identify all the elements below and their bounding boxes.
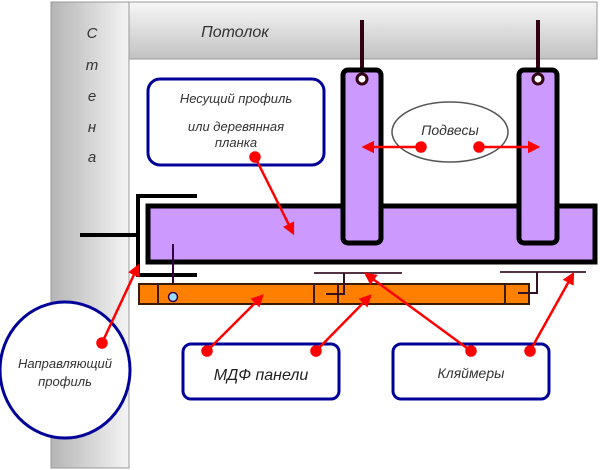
callout-text: Подвесы xyxy=(421,122,479,138)
wall-letter: е xyxy=(88,88,96,105)
wall-letter: С xyxy=(87,25,98,42)
arrow-dot-icon xyxy=(201,345,213,357)
arrow-dot-icon xyxy=(465,345,477,357)
arrow-dot-icon xyxy=(524,345,536,357)
arrow xyxy=(206,294,264,352)
hanger-right xyxy=(516,67,560,246)
hanger-hole-icon xyxy=(355,72,369,86)
arrows xyxy=(96,140,575,357)
screw-head-icon xyxy=(167,291,179,303)
callout-text: Кляймеры xyxy=(438,365,506,381)
hanger-left xyxy=(340,67,384,246)
arrow xyxy=(315,294,372,352)
callout-mdf-panels: МДФ панели xyxy=(181,342,341,401)
callout-text: планка xyxy=(215,135,257,150)
callout-clips: Кляймеры xyxy=(391,342,551,401)
ceiling-label: Потолок xyxy=(201,24,270,41)
clip-left xyxy=(314,272,402,295)
callout-text: Направляющий xyxy=(18,356,112,371)
arrow xyxy=(363,272,472,353)
callout-text: Несущий профиль xyxy=(180,91,292,106)
callout-text: МДФ панели xyxy=(214,367,309,384)
arrow xyxy=(100,263,140,344)
callout-text: профиль xyxy=(38,374,92,389)
arrow xyxy=(528,271,575,352)
arrow-dot-icon xyxy=(96,337,108,349)
hanger-hole-icon xyxy=(531,72,545,86)
wall-letter: а xyxy=(88,149,96,166)
callout-guide-profile: Направляющий профиль xyxy=(0,300,132,440)
callout-hangers: Подвесы xyxy=(391,101,509,163)
wall-letter: т xyxy=(86,57,99,74)
callout-bearing-profile: Несущий профиль или деревянная планка xyxy=(146,77,326,167)
arrow-dot-icon xyxy=(310,345,322,357)
arrow-dot-icon xyxy=(249,151,261,163)
arrow xyxy=(253,156,295,236)
guide-profile xyxy=(80,194,197,277)
arrow-dot-icon xyxy=(473,141,485,153)
arrow-dot-icon xyxy=(415,141,427,153)
callout-text: или деревянная xyxy=(188,119,284,134)
wall-letter: н xyxy=(88,119,96,136)
